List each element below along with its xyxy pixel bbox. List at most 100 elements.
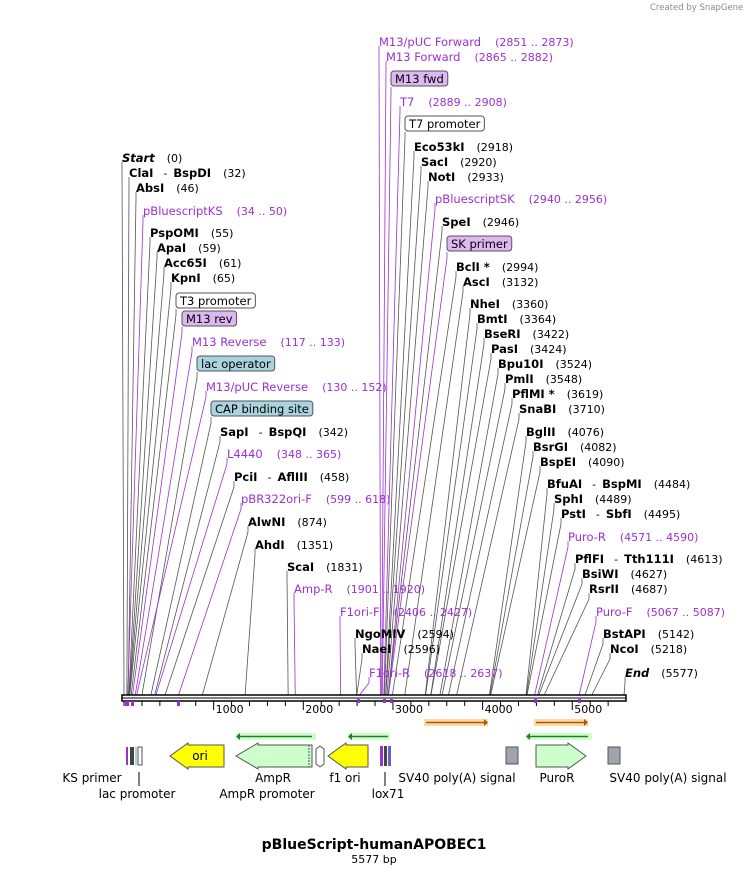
enzyme-dash: - <box>614 553 618 566</box>
enzyme-name: Eco53kI <box>414 140 465 154</box>
enzyme-position: (3548) <box>546 373 583 386</box>
credit-text: Created by SnapGene <box>650 3 743 13</box>
enzyme-name-2: SbfI <box>606 507 632 521</box>
leader-line <box>378 51 381 696</box>
leader-line <box>388 257 448 696</box>
leader-line <box>128 257 158 696</box>
enzyme-name: NcoI <box>610 642 639 656</box>
primer-site: M13 Reverse (117 .. 133) <box>192 335 345 349</box>
enzyme-site: BstAPI(5142) <box>603 627 694 641</box>
enzyme-name: AlwNI <box>248 515 285 529</box>
enzyme-site: ScaI(1831) <box>287 560 363 574</box>
enzyme-name: BstAPI <box>603 627 646 641</box>
leader-line <box>525 493 548 696</box>
enzyme-position: (1831) <box>326 561 363 574</box>
enzyme-position: (874) <box>297 516 327 529</box>
orf-arrows <box>236 719 592 740</box>
feature-box-text: CAP binding site <box>215 402 309 416</box>
puror-label: PuroR <box>540 771 575 785</box>
enzyme-name-2: BspMI <box>602 477 642 491</box>
ruler-mark-primer <box>131 701 134 706</box>
leader-line <box>293 598 296 696</box>
enzyme-name: BfuAI <box>547 477 582 491</box>
enzyme-site: BmtI(3364) <box>477 312 556 326</box>
primer-site: F1ori-F(2406 .. 2427) <box>340 605 472 619</box>
feature-box <box>210 400 314 417</box>
enzyme-dash: - <box>163 167 167 180</box>
lac-operator-mark <box>130 747 134 765</box>
primer-name: M13/pUC Reverse <box>206 380 308 394</box>
enzyme-name: PflFI <box>575 552 604 566</box>
leader-line <box>178 508 242 696</box>
primer-site: M13 Forward (2865 .. 2882) <box>386 50 553 64</box>
ori-label: ori <box>192 749 208 763</box>
leader-line <box>129 272 165 696</box>
feature-box-text: SK primer <box>451 237 508 251</box>
enzyme-name: SapI <box>220 425 249 439</box>
enzyme-name-2: BspDI <box>173 166 211 180</box>
feature-box-text: T3 promoter <box>179 294 252 308</box>
enzyme-dash: - <box>596 508 600 521</box>
enzyme-site: PciI-AflIII(458) <box>234 470 349 484</box>
leader-line <box>448 403 513 696</box>
orf-head <box>526 733 530 740</box>
leader-line <box>132 332 183 696</box>
primer-name: pBR322ori-F <box>241 492 312 506</box>
enzyme-position: (61) <box>219 257 242 270</box>
primer-position: (2889 .. 2908) <box>428 96 507 109</box>
enzyme-name: KpnI <box>171 271 201 285</box>
leader-line <box>526 508 555 696</box>
feature-box-text: T7 promoter <box>408 117 481 131</box>
enzyme-position: (2596) <box>403 643 440 656</box>
enzyme-site: NotI(2933) <box>428 170 504 184</box>
enzyme-site: NcoI(5218) <box>610 642 687 656</box>
primer-name: M13 Reverse <box>192 335 266 349</box>
enzyme-site: PflMI *(3619) <box>512 387 603 401</box>
enzyme-site: SnaBI(3710) <box>519 402 605 416</box>
enzyme-position: (3364) <box>520 313 557 326</box>
enzyme-site: PasI(3424) <box>491 342 567 356</box>
feature-box-label: M13 fwd <box>390 70 449 87</box>
ruler-mark-primer <box>578 699 581 703</box>
enzyme-position: (3422) <box>533 328 570 341</box>
feature-box <box>446 235 513 252</box>
enzyme-name: NgoMIV <box>355 627 405 641</box>
enzyme-position: (4090) <box>588 456 625 469</box>
enzyme-position: (2994) <box>502 261 539 274</box>
enzyme-name: Bpu10I <box>498 357 543 371</box>
feature-box-label: CAP binding site <box>210 400 314 417</box>
enzyme-name-2: BspQI <box>269 425 307 439</box>
orf-head <box>484 719 488 726</box>
leader-line <box>128 242 151 696</box>
ruler-mark-primer <box>534 699 537 703</box>
enzyme-position: (2594) <box>417 628 454 641</box>
primer-name: M13 Forward <box>386 50 460 64</box>
enzyme-name: PstI <box>561 507 586 521</box>
enzyme-position: (4082) <box>580 441 617 454</box>
leader-line <box>381 92 392 696</box>
orf-arrow-f1 <box>348 733 390 740</box>
leader-line <box>150 422 212 696</box>
leader-line <box>286 576 289 696</box>
primer-position: (34 .. 50) <box>237 205 288 218</box>
primer-position: (117 .. 133) <box>280 336 345 349</box>
enzyme-name: SacI <box>421 155 448 169</box>
enzyme-position: (4495) <box>644 508 681 521</box>
enzyme-position: (0) <box>167 152 183 165</box>
feature-box-label: lac operator <box>196 355 276 372</box>
primer-position: (2865 .. 2882) <box>474 51 553 64</box>
orf-arrow-puro-orange <box>534 719 588 726</box>
enzyme-site: NheI(3360) <box>470 297 548 311</box>
enzyme-position: (5577) <box>661 667 698 680</box>
enzyme-site: SpeI(2946) <box>442 215 519 229</box>
primer-name: L4440 <box>227 447 263 461</box>
enzyme-name: NaeI <box>362 642 391 656</box>
primer-site: Puro-R(4571 .. 4590) <box>568 530 698 544</box>
enzyme-site: BsiWI(4627) <box>582 567 667 581</box>
leader-line <box>538 583 583 696</box>
ruler-mark-primer <box>390 699 393 703</box>
ampr-arrow <box>235 742 313 770</box>
leader-line <box>430 343 485 696</box>
